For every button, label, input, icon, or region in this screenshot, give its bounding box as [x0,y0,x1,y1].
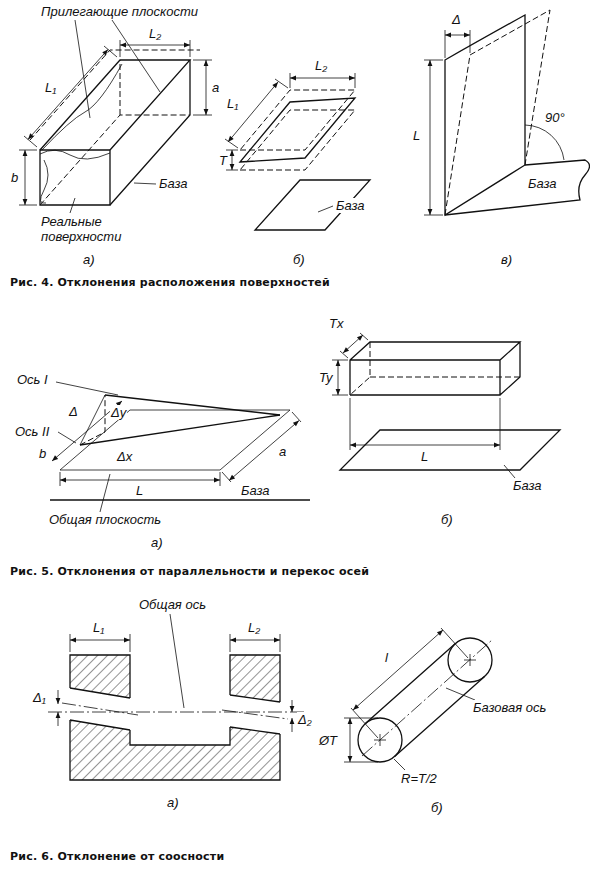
base-label: База [158,176,189,191]
dimension-label: b [10,170,19,185]
dimension-label: a [278,444,287,459]
dimension-label: Δ₂ [297,712,313,727]
axes-figure [50,382,310,512]
axis-label: Ось II [14,424,50,439]
dimension-label: b [38,446,47,461]
dimension-label: L₁ [44,80,57,95]
base-label: База [527,176,558,191]
note-label: Реальные поверхности [40,214,134,244]
dimension-label: L [412,128,421,143]
dimension-label: L₁ [226,96,239,111]
planes-figure [225,73,370,230]
dimension-label: Δy [110,405,127,420]
subfigure-label: а) [82,252,96,267]
subfigure-label: в) [500,252,513,267]
dimension-label: ØT [318,733,338,748]
base-label: База [512,478,543,493]
dimension-label: T [218,153,228,168]
dimension-label: l [384,650,389,665]
base-label: База [240,483,271,498]
dimension-label: Δ₁ [32,690,47,705]
dimension-label: L₁ [92,620,105,635]
cylinder-zone [344,628,492,770]
dimension-label: R=T/2 [400,771,438,786]
dimension-label: L [420,449,429,464]
dimension-label: a [211,80,220,95]
subfigure-label: а) [166,795,180,810]
plane-label: Общая плоскость [48,512,162,527]
axis-label: Базовая ось [472,700,547,715]
axis-label: Общая ось [138,597,207,612]
subfigure-label: б) [430,800,444,815]
note-label: Прилегающие плоскости [40,4,199,19]
axis-label: Ось I [16,372,49,387]
subfigure-label: а) [150,535,164,550]
figure-caption: Рис. 4. Отклонения расположения поверхно… [10,276,330,290]
dimension-label: L₂ [148,26,162,41]
dimension-label: Δ [451,12,462,27]
tolerance-box-figure [332,333,560,478]
dimension-label: L [135,483,144,498]
dimension-label: L₂ [314,58,328,73]
angle-label: 90° [544,110,566,125]
figure-caption: Рис. 5. Отклонения от параллельности и п… [10,565,369,579]
base-label: База [335,198,366,213]
subfigure-label: б) [292,252,306,267]
subfigure-label: б) [440,512,454,527]
box-figure [19,20,212,213]
figure-caption: Рис. 6. Отклонение от соосности [10,850,224,864]
dimension-label: Ty [318,370,333,385]
perpendicular-figure [424,10,590,215]
coaxial-section [48,614,305,780]
dimension-label: Δx [116,449,133,464]
dimension-label: L₂ [247,620,261,635]
dimension-label: Tx [328,316,344,331]
dimension-label: Δ [68,404,79,419]
